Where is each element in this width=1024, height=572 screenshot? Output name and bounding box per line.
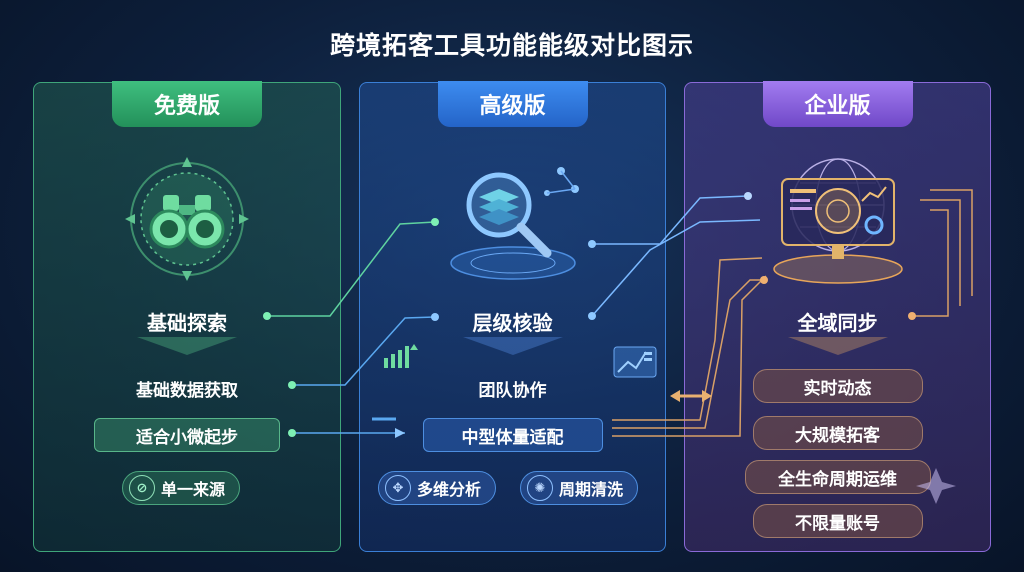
chevron-down-icon [787, 337, 888, 355]
feature-title-free: 基础探索 [147, 311, 227, 335]
feature-badge: ✺ 周期清洗 [520, 471, 639, 505]
feature-item: 团队协作 [478, 380, 547, 401]
chevron-down-icon [137, 337, 237, 355]
network-icon: ✥ [385, 475, 411, 501]
feature-item: 基础数据获取 [136, 380, 238, 401]
feature-item: 大规模拓客 [752, 416, 923, 450]
tier-label-advanced: 高级版 [437, 81, 588, 127]
tier-panel-advanced: 高级版 层级核验 团队协作 中型体量适配 ✥ 多维分析 ✺ 周期清洗 [359, 81, 666, 552]
feature-badge: ✥ 多维分析 [378, 471, 497, 505]
feature-title-advanced: 层级核验 [472, 311, 553, 335]
chevron-down-icon [462, 337, 563, 355]
feature-badge: ⊘ 单一来源 [122, 471, 241, 505]
page-title: 跨境拓客工具功能能级对比图示 [329, 31, 694, 60]
feature-item: 实时动态 [752, 369, 923, 403]
tier-panel-free: 免费版 基础探索 基础数据获取 适合小微起步 ⊘ 单一来源 [33, 81, 341, 552]
tier-label-enterprise: 企业版 [762, 81, 913, 127]
magnifier-layers-icon [423, 153, 603, 293]
badge-label: 多维分析 [417, 480, 482, 499]
tier-label-free: 免费版 [112, 81, 262, 127]
feature-item: 中型体量适配 [422, 418, 603, 452]
badge-label: 单一来源 [161, 480, 226, 499]
globe-dashboard-icon [748, 153, 928, 293]
binoculars-icon [97, 153, 277, 293]
feature-item: 全生命周期运维 [744, 460, 931, 494]
feature-item: 适合小微起步 [94, 418, 280, 452]
cleaning-icon: ✺ [527, 475, 553, 501]
feature-title-enterprise: 全域同步 [797, 311, 878, 335]
feature-item: 不限量账号 [752, 504, 923, 538]
compass-icon: ⊘ [129, 475, 155, 501]
tier-panel-enterprise: 企业版 全域同步 实时动态 大规模拓客 全生命周期运维 不限量账号 [684, 81, 991, 552]
badge-label: 周期清洗 [559, 480, 624, 499]
